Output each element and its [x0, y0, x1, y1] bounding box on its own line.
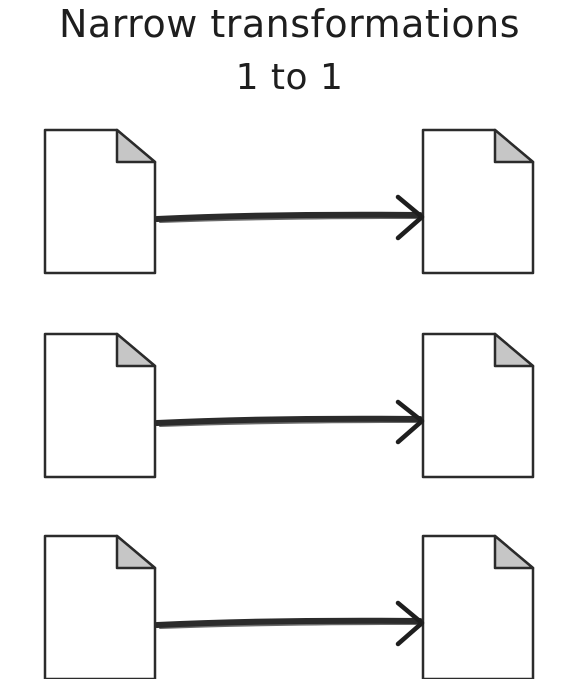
transformation-row	[43, 332, 535, 479]
source-document-icon	[43, 534, 157, 679]
transformation-row	[43, 128, 535, 275]
diagram-title: Narrow transformations	[58, 2, 521, 46]
diagram-subtitle: 1 to 1	[235, 57, 344, 98]
arrow-right-icon	[154, 194, 425, 241]
target-document-icon	[421, 332, 535, 479]
source-document-icon	[43, 332, 157, 479]
arrow-right-icon	[154, 600, 425, 647]
target-document-icon	[421, 534, 535, 679]
source-document-icon	[43, 128, 157, 275]
target-document-icon	[421, 128, 535, 275]
arrow-right-icon	[154, 399, 425, 445]
transformation-row	[43, 534, 535, 679]
